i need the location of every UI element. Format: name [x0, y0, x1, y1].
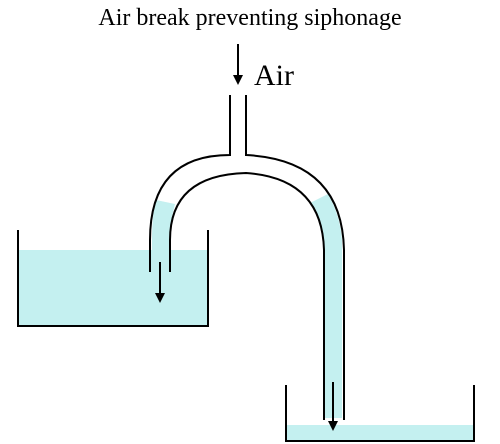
siphon-outer-wall	[149, 95, 231, 272]
siphon-outer-wall-right	[245, 95, 345, 420]
right-leg-water	[310, 194, 342, 418]
diagram-title: Air break preventing siphonage	[98, 5, 402, 31]
left-container	[17, 230, 209, 327]
siphon-inner-wall	[169, 171, 325, 420]
air-label: Air	[254, 59, 294, 92]
left-container-water	[18, 250, 208, 326]
right-container	[285, 385, 475, 442]
right-container-water	[286, 425, 474, 441]
